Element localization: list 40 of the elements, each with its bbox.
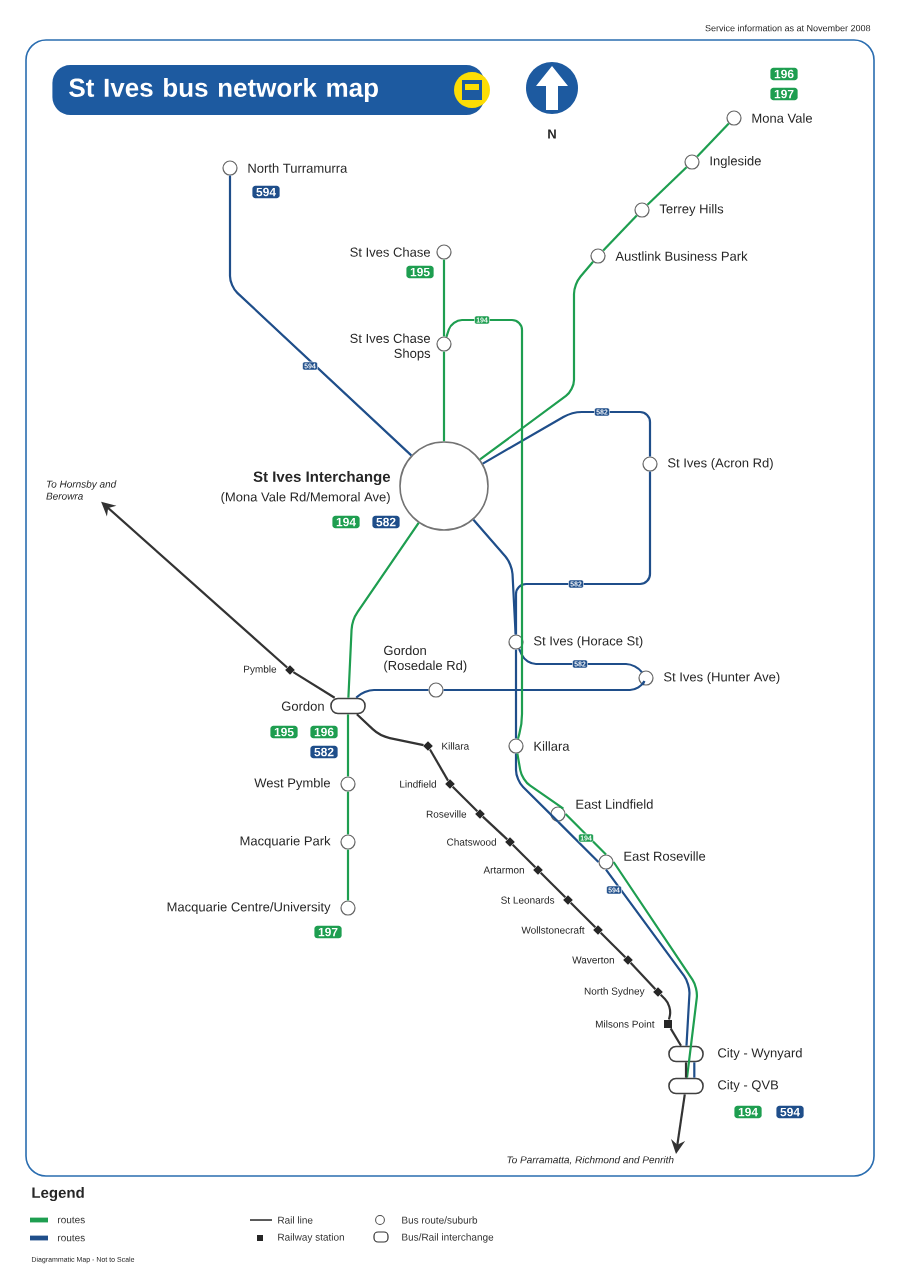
route-line <box>442 259 446 337</box>
route-line <box>599 931 627 959</box>
route-line <box>629 962 657 990</box>
route-line <box>646 166 688 206</box>
route-line <box>451 785 479 813</box>
route-line <box>346 849 350 901</box>
route-line <box>669 1027 682 1047</box>
route-line <box>355 688 429 699</box>
route-line <box>482 815 508 841</box>
route-line <box>693 1062 696 1078</box>
route-line <box>659 993 672 1020</box>
route-line <box>511 843 537 869</box>
route-line <box>443 679 646 692</box>
route-line <box>445 318 524 739</box>
route-line <box>228 175 413 457</box>
route-line <box>539 871 567 899</box>
route-line <box>564 813 607 856</box>
route-line <box>696 122 730 158</box>
route-line <box>612 861 698 1078</box>
route-line <box>482 410 652 465</box>
route-line <box>472 519 517 635</box>
route-line <box>569 901 597 929</box>
route-line <box>516 753 564 810</box>
route-line <box>605 868 691 1046</box>
route-line <box>518 648 643 674</box>
route-line <box>557 820 600 863</box>
route-line <box>479 261 594 461</box>
route-line <box>429 748 449 782</box>
route-line <box>514 649 518 739</box>
route-line <box>347 522 420 698</box>
route-line <box>356 713 424 747</box>
route-line <box>346 714 350 777</box>
route-line <box>602 214 638 252</box>
title-banner: St Ives bus network map <box>52 65 485 115</box>
route-line <box>292 671 336 699</box>
route-line <box>346 791 350 835</box>
route-line <box>514 471 652 635</box>
route-line <box>514 753 559 823</box>
route-line <box>684 1062 688 1078</box>
route-line <box>442 351 446 442</box>
